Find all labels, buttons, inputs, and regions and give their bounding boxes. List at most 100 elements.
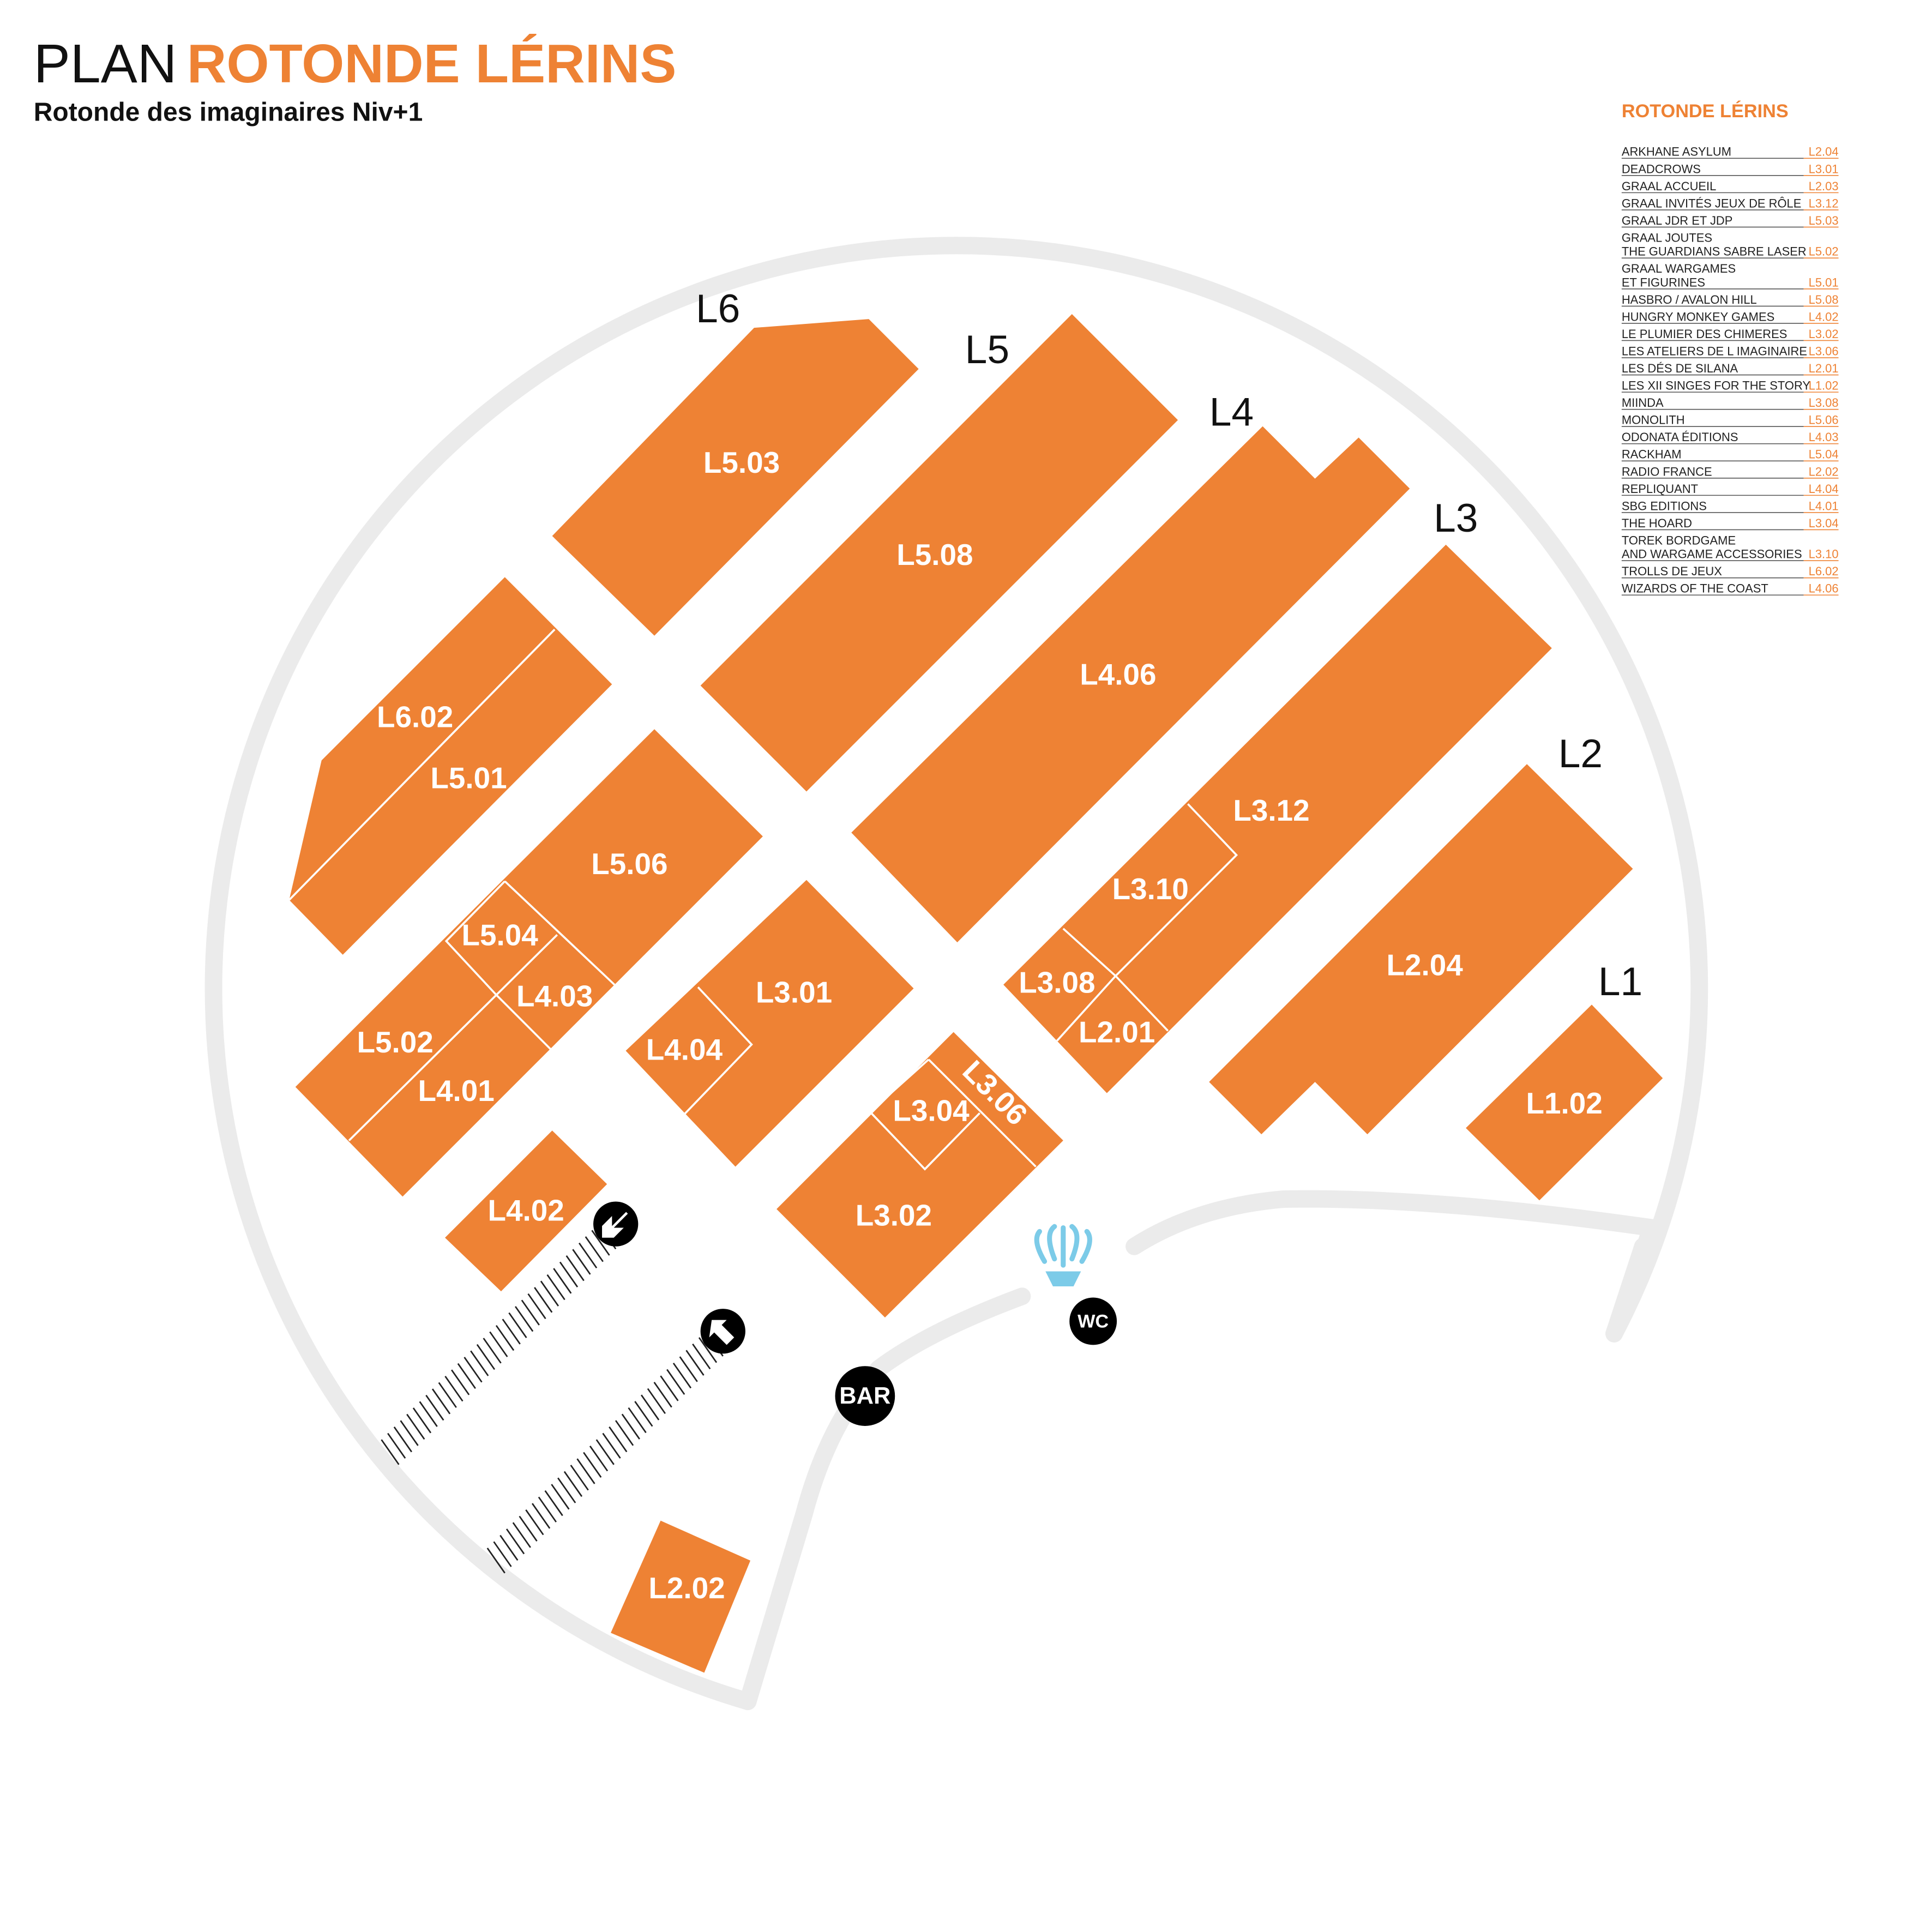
stair-step <box>589 1446 609 1472</box>
stair-step <box>628 1407 647 1434</box>
legend-booth-code: L4.04 <box>1809 482 1839 496</box>
wc-label: WC <box>1078 1311 1109 1332</box>
row-label: L4 <box>1209 390 1254 435</box>
row-label: L2 <box>1558 732 1603 776</box>
booth-label: L4.02 <box>487 1194 564 1227</box>
booth-l202[interactable] <box>611 1520 751 1673</box>
legend-booth-code: L5.08 <box>1809 293 1839 306</box>
stair-step <box>534 1287 553 1313</box>
row-label: L1 <box>1598 960 1642 1004</box>
booth-divider <box>1056 974 1169 1042</box>
booth-label: L3.02 <box>856 1199 932 1232</box>
stair-step <box>679 1356 698 1382</box>
legend-booth-code: L4.06 <box>1809 582 1839 595</box>
legend-exhibitor-name: ARKHANE ASYLUM <box>1622 145 1731 159</box>
stair-step <box>531 1503 551 1529</box>
stair-step <box>591 1230 610 1256</box>
legend-booth-code: L2.04 <box>1809 145 1839 159</box>
legend-booth-code: L3.12 <box>1809 196 1839 210</box>
booth-label: L3.04 <box>893 1094 970 1128</box>
stair-step <box>508 1312 527 1338</box>
legend-exhibitor-name: TROLLS DE JEUX <box>1622 564 1722 578</box>
arrow-up-left-icon <box>700 1309 745 1354</box>
stair-step <box>609 1426 628 1453</box>
booth-l302-block[interactable] <box>777 1032 1063 1318</box>
legend-booth-code: L3.04 <box>1809 516 1839 530</box>
booth-l503[interactable] <box>552 319 919 636</box>
legend-exhibitor-name: WIZARDS OF THE COAST <box>1622 582 1768 595</box>
legend-exhibitor-name: ODONATA ÉDITIONS <box>1622 430 1738 444</box>
legend-booth-code: L3.01 <box>1809 162 1839 176</box>
stair-step <box>489 1331 508 1357</box>
booth-label: L3.12 <box>1233 793 1309 827</box>
stair-step <box>499 1534 519 1561</box>
booth-divider <box>504 880 616 986</box>
stair-step <box>486 1548 505 1574</box>
stair-step <box>512 1522 531 1548</box>
stair-step <box>621 1413 640 1440</box>
booth-label: L5.08 <box>896 538 973 571</box>
stair-step <box>576 1458 595 1484</box>
booth-l204[interactable] <box>1209 764 1633 1135</box>
booth-l301-block[interactable] <box>625 880 914 1167</box>
stair-step <box>393 1427 412 1453</box>
stair-step <box>557 1477 576 1503</box>
booth-label: L4.01 <box>418 1074 494 1108</box>
legend-exhibitor-name: SBG EDITIONS <box>1622 499 1707 513</box>
booth-l402[interactable] <box>445 1130 607 1292</box>
stair-step <box>514 1306 534 1332</box>
booth-label: L6.02 <box>377 700 453 733</box>
booth-l3-block[interactable] <box>1003 544 1552 1093</box>
booth-l6-block[interactable] <box>289 577 612 955</box>
legend-booth-code: L5.03 <box>1809 214 1839 227</box>
legend-exhibitor-name: RADIO FRANCE <box>1622 465 1712 478</box>
row-label: L3 <box>1434 496 1478 540</box>
booth-divider <box>348 934 558 1141</box>
legend-exhibitor-name: AND WARGAME ACCESSORIES <box>1622 547 1802 561</box>
stair-step <box>570 1465 589 1491</box>
legend-exhibitor-name: THE HOARD <box>1622 516 1692 530</box>
booth-label: L5.06 <box>591 847 667 881</box>
stair-step <box>563 1471 583 1497</box>
stair-step <box>653 1382 672 1408</box>
booth-divider <box>868 1058 980 1171</box>
title-prefix: PLAN <box>34 33 177 94</box>
stair-step <box>544 1490 563 1516</box>
legend-booth-code: L2.03 <box>1809 179 1839 193</box>
booth-l406[interactable] <box>851 426 1410 943</box>
stair-step <box>698 1337 718 1363</box>
stair-step <box>559 1261 579 1287</box>
booth-divider <box>928 1058 1037 1167</box>
legend-exhibitor-name: REPLIQUANT <box>1622 482 1698 496</box>
stair-step <box>451 1369 470 1395</box>
stair-step <box>406 1413 425 1440</box>
legend-exhibitor-name: LES DÉS DE SILANA <box>1622 362 1738 375</box>
booth-l102[interactable] <box>1466 1004 1663 1201</box>
legend-booth-code: L4.02 <box>1809 310 1839 323</box>
booth-divider <box>288 629 556 901</box>
legend-exhibitor-name: LES XII SINGES FOR THE STORY <box>1622 379 1811 393</box>
stair-step <box>660 1375 679 1401</box>
subtitle: Rotonde des imaginaires Niv+1 <box>34 98 423 127</box>
legend-title: ROTONDE LÉRINS <box>1622 100 1789 122</box>
stair-step <box>425 1394 444 1421</box>
booth-label: L4.04 <box>646 1033 723 1067</box>
stair-step <box>540 1280 559 1307</box>
inner-walkway <box>739 1287 1031 1711</box>
stair-step <box>583 1452 602 1478</box>
booth-l508[interactable] <box>700 314 1178 792</box>
legend-exhibitor-name: TOREK BORDGAME <box>1622 533 1736 547</box>
